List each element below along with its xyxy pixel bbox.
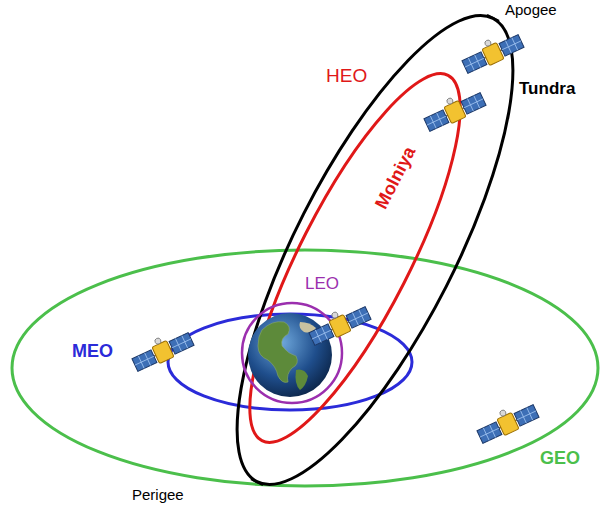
orbit-label: Molniya <box>372 144 420 213</box>
tundra-satellite <box>459 27 525 75</box>
molniya-satellite <box>421 85 487 133</box>
apogee-tick <box>487 15 499 21</box>
perigee-label: Perigee <box>132 487 184 504</box>
orbit-class-label: GEO <box>540 449 580 469</box>
geo-orbit <box>12 250 598 486</box>
earth <box>248 313 332 397</box>
geo-satellite <box>474 397 540 445</box>
leo-satellite <box>306 299 372 347</box>
meo-satellite <box>129 325 195 373</box>
apogee-label: Apogee <box>505 2 557 19</box>
meo-orbit <box>168 314 412 410</box>
molniya-orbit <box>213 50 497 465</box>
leo-orbit <box>242 303 342 403</box>
orbit-class-label: MEO <box>72 342 113 362</box>
orbit-label: Tundra <box>519 80 575 99</box>
orbit-class-label: HEO <box>326 66 367 87</box>
orbit-class-label: LEO <box>305 275 339 294</box>
perigee-tick <box>251 479 263 485</box>
tundra-orbit <box>186 0 565 514</box>
